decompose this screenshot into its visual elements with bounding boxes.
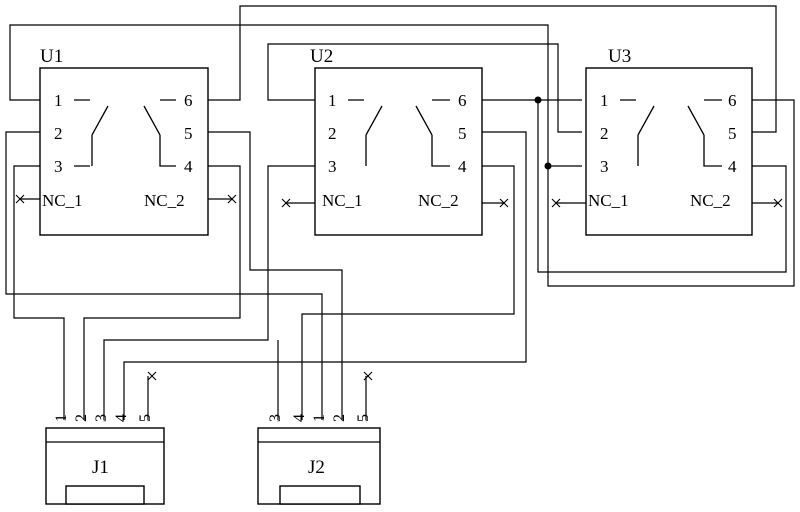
switch-contact-right xyxy=(143,99,176,167)
pin-label: 4 xyxy=(728,157,737,176)
pin-label: 5 xyxy=(184,124,193,143)
no-connect-x-mark xyxy=(363,371,373,381)
wire-u1p6-u3p5 xyxy=(208,5,777,133)
no-connect-x-mark xyxy=(773,198,783,208)
relay-body xyxy=(39,67,209,236)
wire-u1p3-j1p1 xyxy=(13,165,65,420)
no-connect-x-mark xyxy=(551,198,561,208)
pin-label: 2 xyxy=(328,124,337,143)
connector-pin-label: 2 xyxy=(73,414,90,422)
junction-dot xyxy=(534,96,542,104)
pin-label: 6 xyxy=(184,91,193,110)
wire-u1p5-j2p2 xyxy=(208,131,343,420)
connector-pin-label: 4 xyxy=(113,414,130,422)
wire-u2p4-j2p4 xyxy=(301,165,515,420)
wire-u1p1-u3p3 xyxy=(9,24,582,167)
connector-label: J1 xyxy=(92,457,109,478)
wire-u1p2-j2 xyxy=(5,131,323,420)
relay-u2: U2 1 2 3 6 5 4 NC_1 NC_2 xyxy=(310,46,483,236)
pin-label: 5 xyxy=(728,124,737,143)
relay-body xyxy=(314,67,483,236)
relay-body xyxy=(585,67,753,236)
nc1-label: NC_1 xyxy=(42,191,83,210)
connector-pin-label: 1 xyxy=(53,414,70,422)
nc1-label: NC_1 xyxy=(322,191,363,210)
no-connect-x-mark xyxy=(147,371,157,381)
connector-j2: J2 3 4 1 2 5 xyxy=(257,414,381,505)
pin-label: 2 xyxy=(54,124,63,143)
pin-label: 5 xyxy=(458,124,467,143)
no-connect-x-mark xyxy=(499,198,509,208)
no-connect-x-mark xyxy=(281,198,291,208)
connector-pin-label: 1 xyxy=(311,414,328,422)
relay-label: U1 xyxy=(40,46,63,67)
connector-pin-label: 4 xyxy=(291,414,308,422)
relay-label: U2 xyxy=(310,46,333,67)
pin-label: 1 xyxy=(54,91,63,110)
connector-label: J2 xyxy=(308,457,325,478)
junction-dot xyxy=(544,162,552,170)
pin-label: 3 xyxy=(54,157,63,176)
nc2-label: NC_2 xyxy=(144,191,185,210)
connector-pin-label: 5 xyxy=(355,414,372,422)
switch-contact-right xyxy=(415,99,450,167)
no-connect-x-mark xyxy=(227,194,237,204)
pin-label: 3 xyxy=(600,157,609,176)
pin-label: 6 xyxy=(458,91,467,110)
pin-label: 1 xyxy=(600,91,609,110)
pin-label: 3 xyxy=(328,157,337,176)
relay-u3: U3 1 2 3 6 5 4 NC_1 NC_2 xyxy=(585,46,753,236)
pin-label: 2 xyxy=(600,124,609,143)
switch-contact-right xyxy=(687,99,722,167)
nc-stubs xyxy=(20,198,778,204)
pin-label: 1 xyxy=(328,91,337,110)
wire-u3p6 xyxy=(547,99,795,287)
nc2-label: NC_2 xyxy=(418,191,459,210)
connector-pin-label: 2 xyxy=(331,414,348,422)
connector-j1: J1 1 2 3 4 5 xyxy=(45,414,165,505)
wire-u1p4-j1p2 xyxy=(83,165,241,420)
nc2-label: NC_2 xyxy=(690,191,731,210)
pin-label: 6 xyxy=(728,91,737,110)
nc1-label: NC_1 xyxy=(588,191,629,210)
connector-pin-label: 3 xyxy=(93,414,110,422)
wire-u2p1-u3p2 xyxy=(267,43,582,133)
wire-u2p5-j1p4 xyxy=(123,131,527,420)
connector-slot xyxy=(279,485,361,505)
connector-pin-label: 3 xyxy=(267,414,284,422)
no-connect-marks xyxy=(15,194,783,381)
pin-label: 4 xyxy=(458,157,467,176)
wire-u2p3-j1p3 xyxy=(103,165,315,420)
connector-slot xyxy=(65,485,145,505)
switch-contact-left xyxy=(348,99,383,166)
relay-u1: U1 1 2 3 6 5 4 NC_1 NC_2 xyxy=(39,46,209,236)
connector-pin-label: 5 xyxy=(137,414,154,422)
switch-contact-left xyxy=(620,99,655,166)
wires xyxy=(5,5,795,420)
relay-label: U3 xyxy=(608,46,631,67)
no-connect-x-mark xyxy=(15,194,25,204)
pin-label: 4 xyxy=(184,157,193,176)
wire-u2p6-branch xyxy=(537,100,787,273)
